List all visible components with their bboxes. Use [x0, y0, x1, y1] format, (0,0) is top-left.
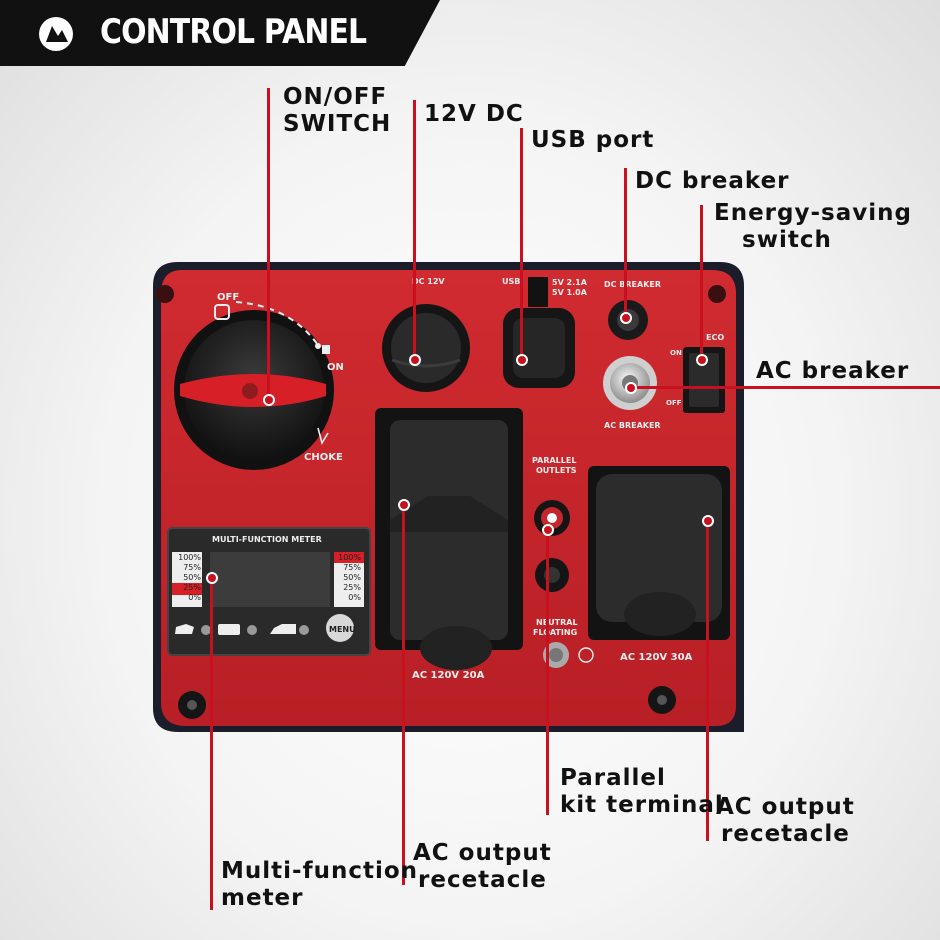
energy-saving-line2: switch — [742, 227, 832, 253]
header-banner — [0, 0, 440, 66]
ac-right-leader — [706, 521, 709, 841]
meter-title: MULTI-FUNCTION METER — [212, 535, 322, 544]
ac-breaker-dot — [625, 382, 637, 394]
ac-left-line1: AC output — [413, 840, 552, 866]
parallel-kit-line2: kit terminal — [560, 792, 724, 818]
eco-dot — [696, 354, 708, 366]
usb-callout-label: USB port — [531, 127, 655, 153]
eco-label: ECO — [706, 333, 725, 342]
ac-left-leader — [402, 505, 405, 885]
usb-spec-2: 5V 1.0A — [552, 288, 587, 297]
onoff-switch-label: ON/OFF SWITCH — [283, 84, 391, 138]
energy-saving-label: Energy-saving switch — [714, 200, 912, 254]
ac-left-line2: recetacle — [418, 867, 547, 893]
parallel-outlets-2: OUTLETS — [536, 466, 577, 475]
meter-left-100: 100% — [178, 553, 201, 562]
meter-callout-label: Multi-function meter — [221, 858, 418, 912]
energy-saving-line1: Energy-saving — [714, 200, 912, 226]
ac-breaker-callout-label: AC breaker — [756, 358, 910, 384]
dc-breaker-leader — [624, 168, 627, 318]
meter-right-scale: 100% 75% 50% 25% 0% — [335, 553, 361, 603]
usb-label: USB — [502, 277, 521, 286]
ac-20a-label: AC 120V 20A — [412, 670, 485, 681]
ac-right-line2: recetacle — [721, 821, 850, 847]
dc12v-label: DC 12V — [412, 277, 445, 286]
meter-menu-button[interactable]: MENU — [329, 625, 356, 634]
dc-breaker-label: DC BREAKER — [604, 280, 662, 289]
dc-breaker-dot — [620, 312, 632, 324]
meter-left-25: 25% — [183, 583, 201, 592]
knob-on-label: ON — [327, 362, 344, 373]
meter-right-50: 50% — [343, 573, 361, 582]
parallel-leader — [546, 530, 549, 815]
parallel-kit-line1: Parallel — [560, 765, 666, 791]
ac-output-left-label: AC output recetacle — [413, 840, 552, 894]
meter-left-0: 0% — [188, 593, 201, 602]
meter-left-50: 50% — [183, 573, 201, 582]
ac-30a-label: AC 120V 30A — [620, 652, 693, 663]
knob-off-label: OFF — [217, 292, 240, 303]
parallel-kit-label: Parallel kit terminal — [560, 765, 724, 819]
usb-leader — [520, 128, 523, 360]
meter-leader — [210, 578, 213, 910]
ac-right-line1: AC output — [716, 794, 855, 820]
knob-choke-label: CHOKE — [304, 452, 343, 463]
meter-left-75: 75% — [183, 563, 201, 572]
meter-left-scale: 100% 75% 50% 25% 0% — [173, 553, 201, 603]
parallel-dot — [542, 524, 554, 536]
meter-right-100: 100% — [338, 553, 361, 562]
eco-leader — [700, 205, 703, 360]
ac-output-right-label: AC output recetacle — [716, 794, 855, 848]
neutral-floating-1: NEUTRAL — [536, 618, 578, 627]
onoff-dot — [263, 394, 275, 406]
dc12v-dot — [409, 354, 421, 366]
meter-label-line2: meter — [221, 885, 304, 911]
ac-breaker-label: AC BREAKER — [604, 421, 661, 430]
eco-off-label: OFF — [666, 399, 682, 407]
meter-dot — [206, 572, 218, 584]
page-title: CONTROL PANEL — [100, 12, 367, 52]
ac-right-dot — [702, 515, 714, 527]
meter-right-0: 0% — [348, 593, 361, 602]
usb-spec-1: 5V 2.1A — [552, 278, 587, 287]
eco-on-label: ON — [670, 349, 682, 357]
meter-right-25: 25% — [343, 583, 361, 592]
dc-breaker-callout-label: DC breaker — [635, 168, 790, 194]
meter-right-75: 75% — [343, 563, 361, 572]
onoff-label-line2: SWITCH — [283, 111, 392, 137]
usb-dot — [516, 354, 528, 366]
ac-breaker-leader — [630, 386, 940, 389]
parallel-outlets-1: PARALLEL — [532, 456, 577, 465]
brand-logo-icon — [39, 17, 73, 51]
onoff-label-line1: ON/OFF — [283, 84, 388, 110]
dc12v-leader — [413, 100, 416, 360]
neutral-floating-2: FLOATING — [533, 628, 578, 637]
onoff-leader — [267, 88, 270, 400]
ac-left-dot — [398, 499, 410, 511]
dc12v-callout-label: 12V DC — [424, 101, 524, 127]
meter-label-line1: Multi-function — [221, 858, 419, 884]
